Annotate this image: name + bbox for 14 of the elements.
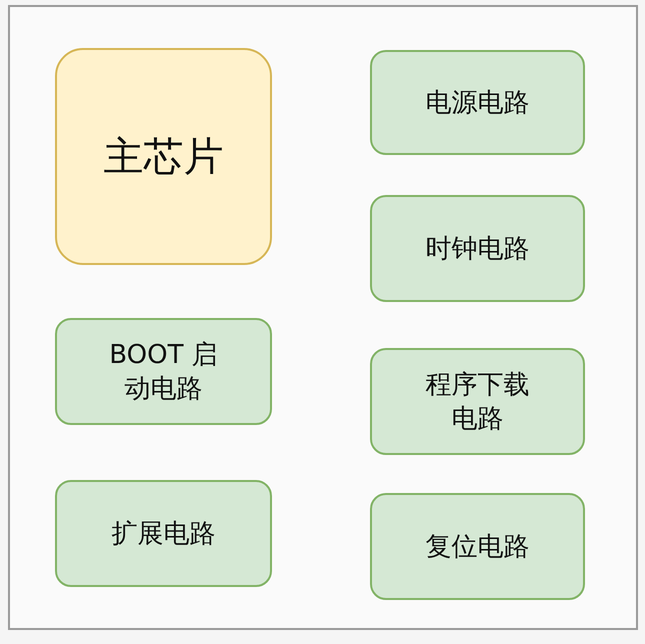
- chip-box: [55, 48, 272, 265]
- circuit-box: [370, 348, 585, 455]
- box-label: 电源电路: [426, 86, 530, 120]
- box-label: 程序下载电路: [424, 368, 530, 436]
- box-label: 时钟电路: [426, 232, 530, 266]
- circuit-box: [370, 493, 585, 600]
- box-label: BOOT 启动电路: [108, 338, 219, 406]
- circuit-box: [55, 480, 272, 587]
- circuit-box: [55, 318, 272, 425]
- box-label: 复位电路: [426, 530, 530, 564]
- circuit-box: [370, 195, 585, 302]
- box-label: 主芯片: [104, 132, 224, 180]
- box-label: 扩展电路: [112, 518, 216, 550]
- circuit-box: [370, 50, 585, 155]
